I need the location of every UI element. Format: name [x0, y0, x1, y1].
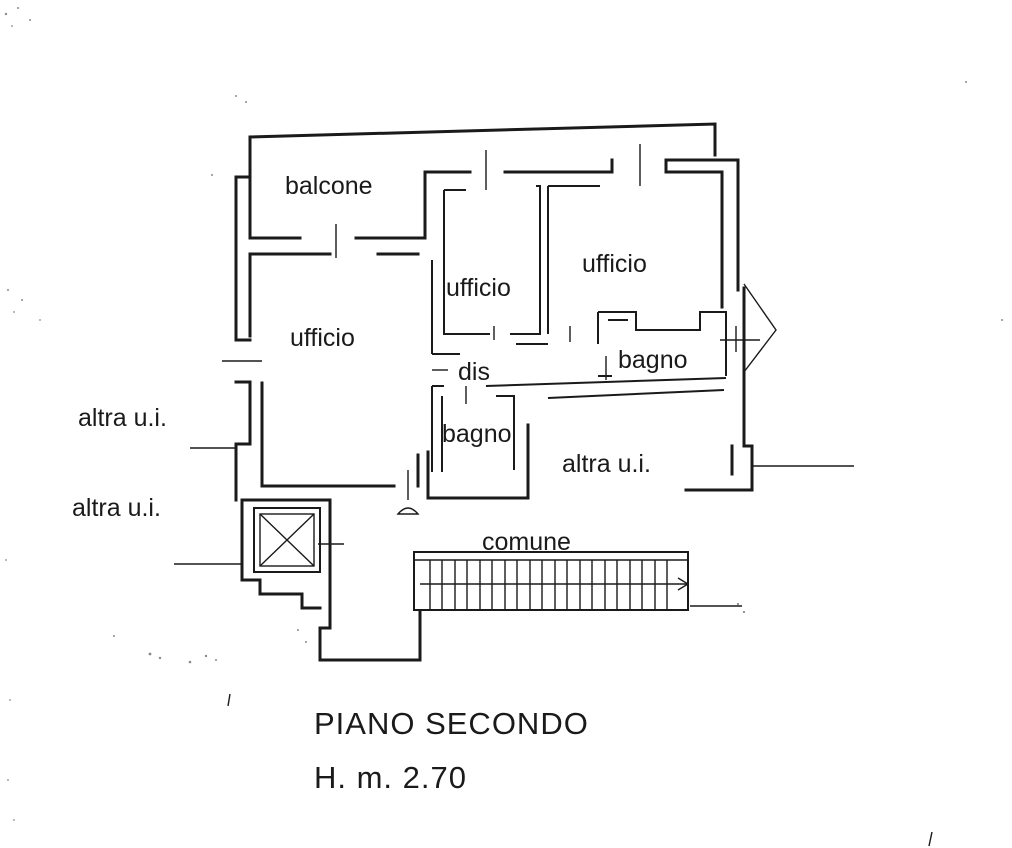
room-label-comune: comune — [482, 528, 571, 556]
interior-walls — [222, 144, 777, 515]
room-label-ufficio: ufficio — [582, 250, 647, 278]
outer-walls — [234, 122, 754, 662]
staircase — [413, 551, 690, 611]
room-label-balcone: balcone — [285, 172, 373, 200]
room-label-bagno: bagno — [618, 346, 688, 374]
scan-noise — [4, 7, 1003, 847]
room-label-dis: dis — [458, 358, 490, 386]
neighbor-boundaries — [174, 447, 854, 607]
room-labels: balcone ufficio ufficio ufficio dis bagn… — [72, 172, 688, 556]
neighbor-label: altra u.i. — [72, 494, 161, 522]
elevator-shaft — [253, 507, 344, 573]
neighbor-label: altra u.i. — [562, 450, 651, 478]
ceiling-height: H. m. 2.70 — [314, 760, 467, 795]
room-label-ufficio: ufficio — [290, 324, 355, 352]
floor-title: PIANO SECONDO — [314, 706, 589, 741]
neighbor-label: altra u.i. — [78, 404, 167, 432]
room-label-bagno: bagno — [442, 420, 512, 448]
room-label-ufficio: ufficio — [446, 274, 511, 302]
